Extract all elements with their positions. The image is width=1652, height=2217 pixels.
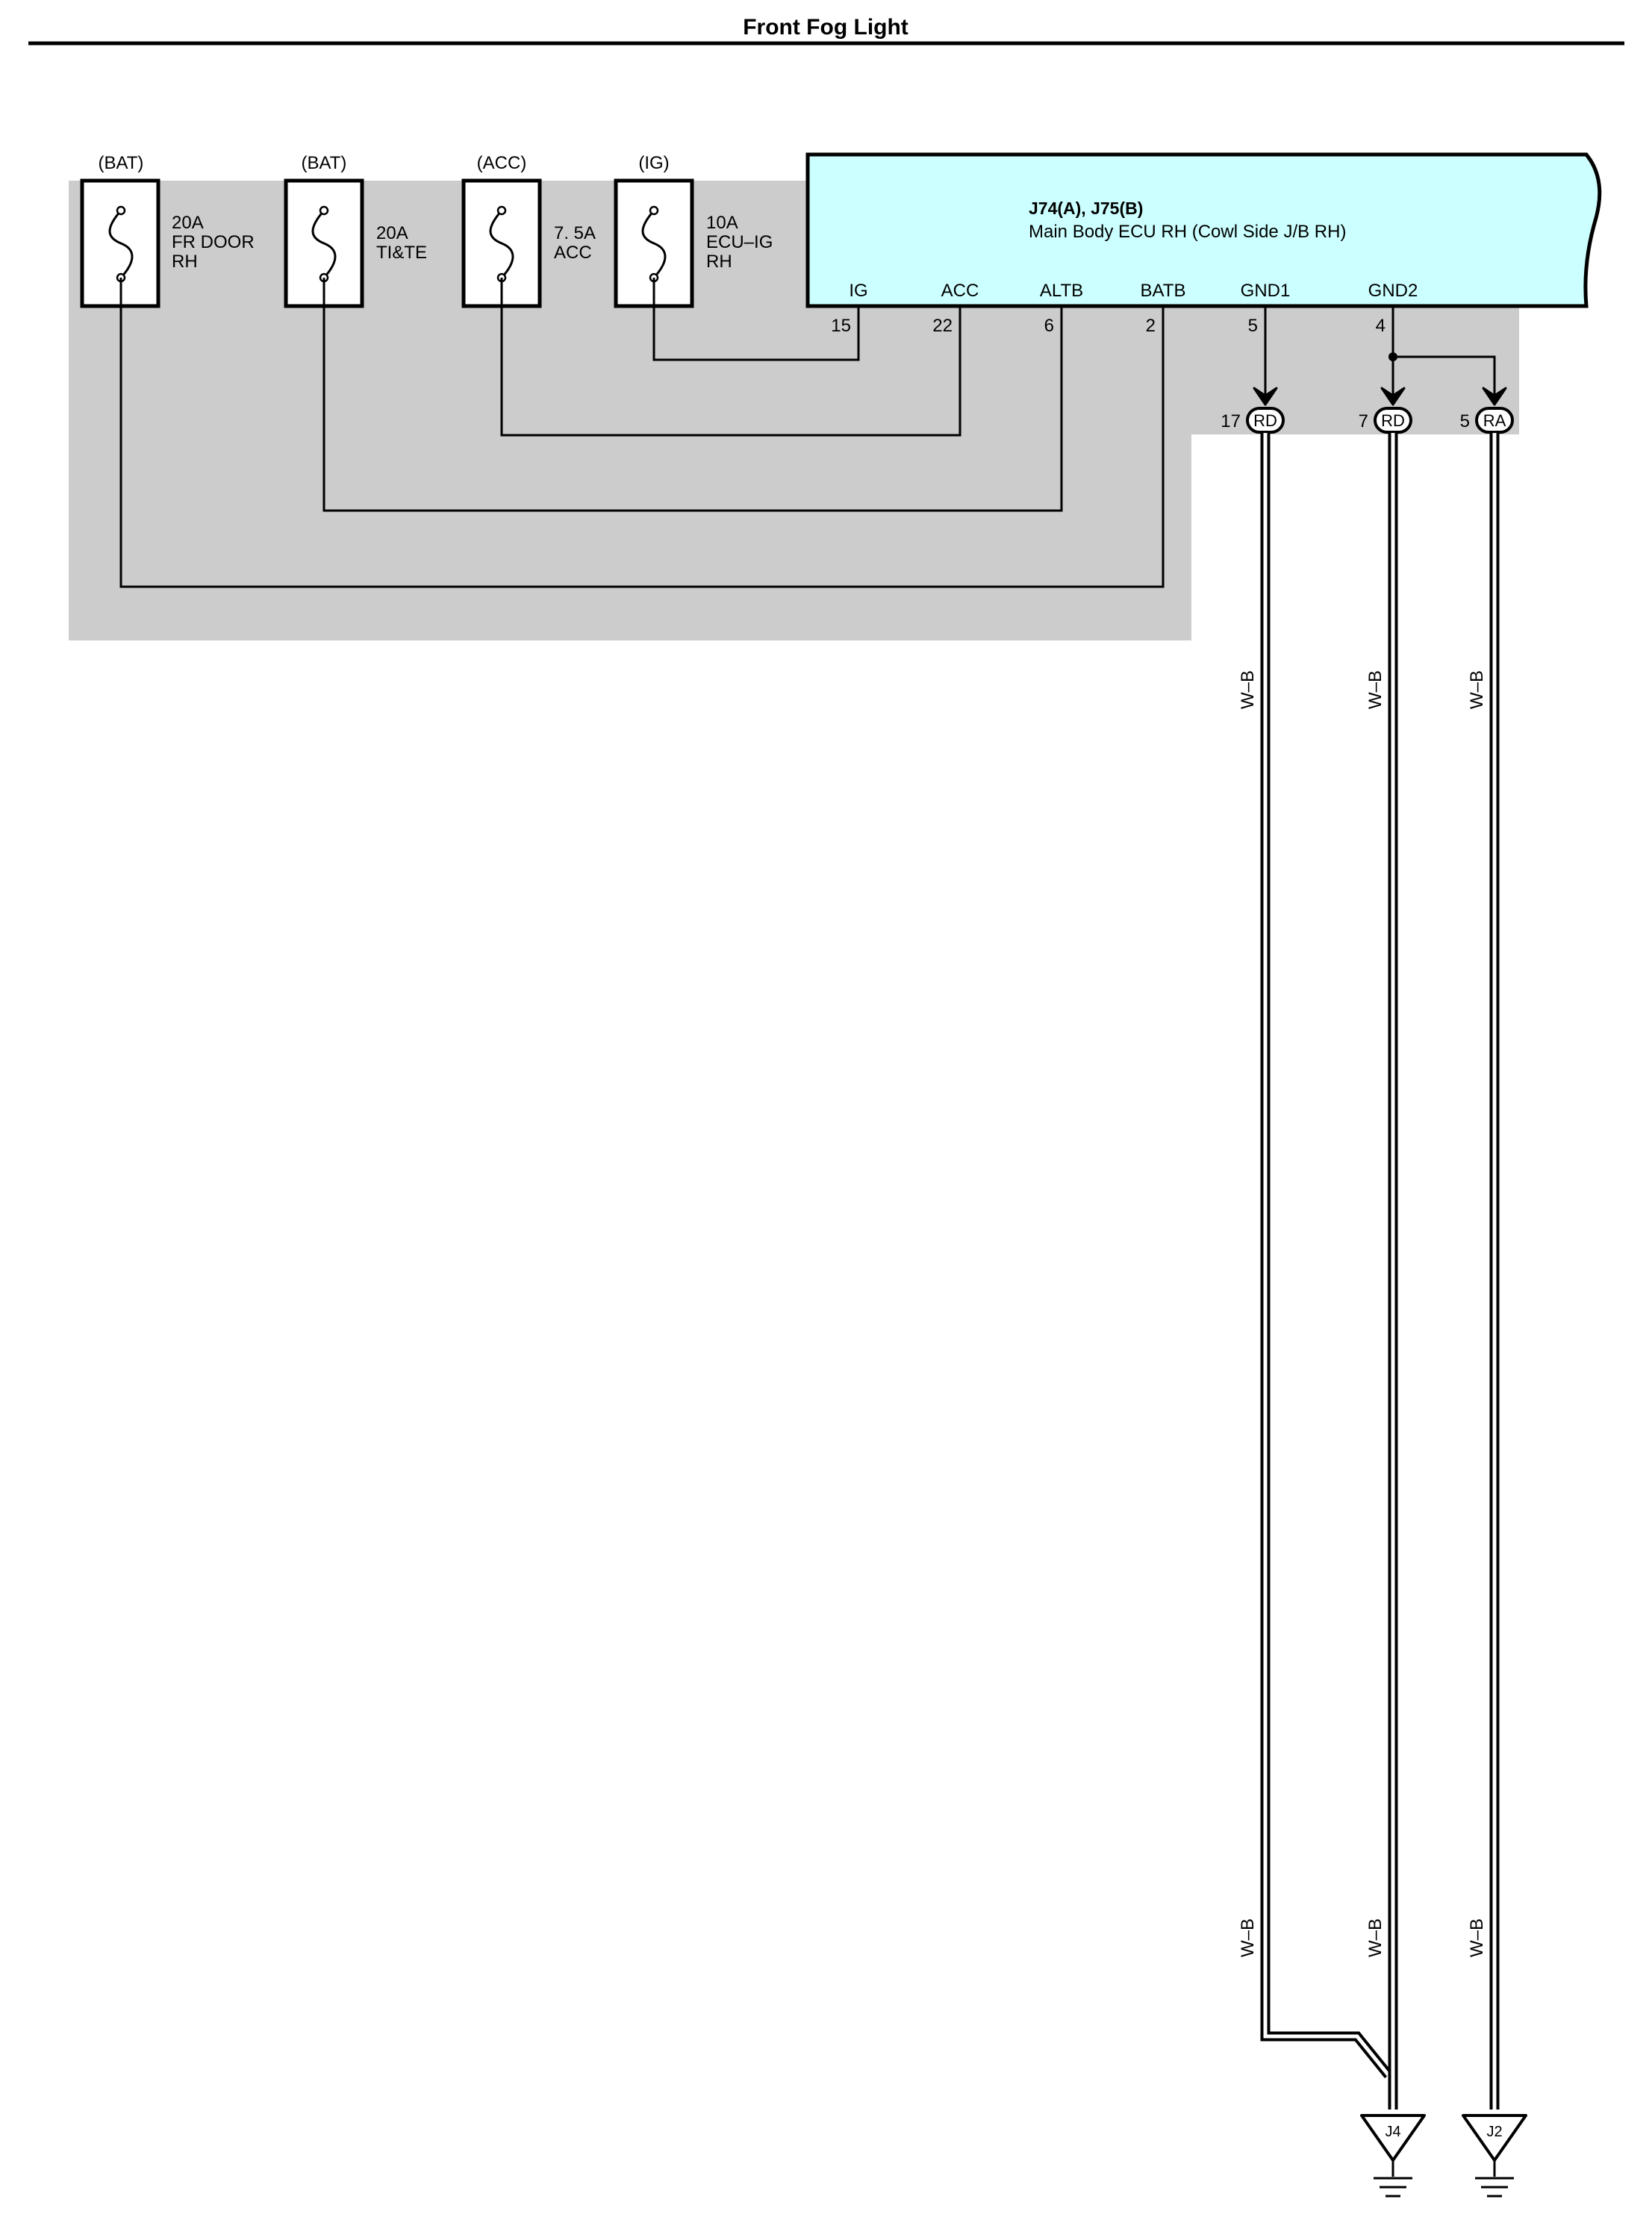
wire-bus-rd17-core (1263, 433, 1390, 2077)
wire-tite-to-altb (322, 278, 1063, 512)
ground-j2: J2 (1462, 2114, 1527, 2198)
pin-gnd1-number: 5 (1248, 316, 1258, 336)
wire-color-label: W–B (1238, 670, 1258, 709)
fuse-rating: 7. 5A (554, 223, 596, 243)
fuse-rating: 20A (172, 213, 204, 233)
junction-ra-5-code: RA (1483, 411, 1506, 430)
fuse-ecu-ig-rh: (IG) 10A ECU–IG RH (614, 153, 773, 308)
fuse-rating: 10A (706, 213, 738, 233)
ground-triangle-icon (1360, 2114, 1426, 2162)
fuse-icon (108, 210, 134, 279)
terminal-gnd2-label: GND2 (1368, 281, 1418, 301)
fuse-name-line2: RH (172, 252, 198, 272)
terminal-gnd1-label: GND1 (1241, 281, 1291, 301)
fuse-source-label: (BAT) (99, 153, 144, 173)
fuse-name: ECU–IG (706, 232, 773, 252)
junction-rd-17-pin: 17 (1221, 411, 1241, 431)
fuse-source-label: (BAT) (302, 153, 347, 173)
junction-rd-7-pin: 7 (1359, 411, 1368, 431)
arrow-icon (1380, 387, 1406, 406)
diagram-title: Front Fog Light (743, 15, 908, 40)
ecu-connectors-label: J74(A), J75(B) (1029, 199, 1143, 218)
fuse-name: ACC (554, 243, 592, 263)
fuse-name: FR DOOR (172, 232, 255, 252)
pin-acc-number: 22 (932, 316, 953, 336)
wire-acc-to-acc (500, 278, 961, 437)
ecu-name-label: Main Body ECU RH (Cowl Side J/B RH) (1029, 222, 1346, 242)
junction-ra-5-pin: 5 (1460, 411, 1470, 431)
pin-altb-number: 6 (1044, 316, 1054, 336)
fuse-icon (641, 210, 667, 279)
terminal-ig-label: IG (849, 281, 867, 301)
wire-color-label: W–B (1467, 1918, 1487, 1957)
arrow-icon (1253, 387, 1278, 406)
junction-rd-7-code: RD (1381, 411, 1405, 430)
fuse-source-label: (ACC) (477, 153, 527, 173)
fuse-rating: 20A (376, 223, 408, 243)
fuse-source-label: (IG) (638, 153, 669, 173)
wire-frdoor-to-batb (119, 278, 1165, 588)
wire-color-label: W–B (1238, 1918, 1258, 1957)
wire-ecu-ig-to-ig (652, 278, 860, 361)
ground-triangle-icon (1462, 2114, 1527, 2162)
junction-rd-17 (1246, 407, 1285, 434)
terminal-batb-label: BATB (1141, 281, 1186, 301)
wire-gnd2-branch (1393, 355, 1496, 396)
splice-point (1388, 352, 1397, 361)
pin-gnd2-number: 4 (1376, 316, 1386, 336)
pin-ig-number: 15 (831, 316, 851, 336)
arrow-icon (1482, 387, 1507, 406)
ground-label: J4 (1385, 2124, 1400, 2140)
wire-color-label: W–B (1365, 1918, 1386, 1957)
terminal-acc-label: ACC (941, 281, 979, 301)
ground-label: J2 (1486, 2124, 1502, 2140)
junction-rd-7 (1374, 407, 1412, 434)
fuse-name-line2: RH (706, 252, 732, 272)
fuse-name: TI&TE (376, 243, 427, 263)
wire-color-label: W–B (1467, 670, 1487, 709)
fuse-icon (311, 210, 337, 279)
pin-batb-number: 2 (1146, 316, 1156, 336)
terminal-altb-label: ALTB (1040, 281, 1083, 301)
junction-ra-5 (1475, 407, 1514, 434)
junction-rd-17-code: RD (1253, 411, 1277, 430)
ground-j4: J4 (1360, 2114, 1426, 2198)
fuse-icon (489, 210, 514, 279)
ecu-body (805, 152, 1602, 308)
wire-color-label: W–B (1365, 670, 1386, 709)
